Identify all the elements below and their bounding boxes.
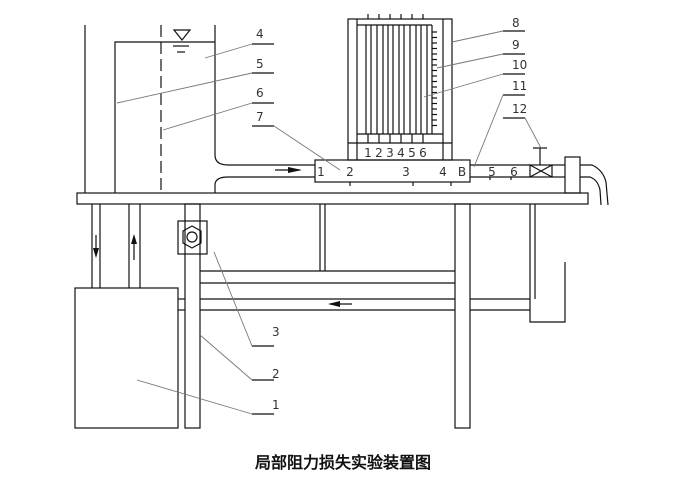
callout-7: 7 xyxy=(252,110,341,171)
tube-number: 4 xyxy=(397,146,405,160)
table-frame xyxy=(76,192,589,429)
tube-number: 5 xyxy=(408,146,416,160)
callout-11: 11 xyxy=(473,79,527,168)
callout-leader xyxy=(136,379,253,415)
tube-number: 3 xyxy=(386,146,394,160)
section-mark: 1 xyxy=(317,165,325,179)
return-arrow-icon xyxy=(328,301,352,307)
section-mark: 2 xyxy=(346,165,354,179)
manometer-board xyxy=(347,18,453,161)
callout-number: 7 xyxy=(256,110,264,124)
section-mark: B xyxy=(458,165,466,179)
callout-8: 8 xyxy=(451,16,525,43)
pipe-arrow-down-icon xyxy=(93,235,99,258)
piezometer-tubes xyxy=(365,14,428,143)
callout-leader xyxy=(199,334,253,381)
callout-leader xyxy=(436,53,504,69)
callout-leader xyxy=(524,117,542,149)
tube-number: 2 xyxy=(375,146,383,160)
callout-number: 1 xyxy=(272,398,280,412)
callout-1: 1 xyxy=(136,379,280,415)
callout-leader xyxy=(451,30,504,43)
flow-arrow-icon xyxy=(275,167,302,173)
valve-icon xyxy=(529,147,553,178)
sump-tank xyxy=(74,287,179,429)
section-mark: 3 xyxy=(402,165,410,179)
callout-leader xyxy=(162,102,253,131)
figure-caption: 局部阻力损失实验装置图 xyxy=(255,453,431,472)
callout-number: 9 xyxy=(512,38,520,52)
callout-leader xyxy=(423,73,504,98)
callout-number: 12 xyxy=(512,102,527,116)
callout-number: 3 xyxy=(272,325,280,339)
callout-5: 5 xyxy=(116,57,274,104)
callout-9: 9 xyxy=(436,38,525,69)
callout-2: 2 xyxy=(199,334,280,381)
section-mark: 4 xyxy=(439,165,447,179)
callout-3: 3 xyxy=(213,251,280,347)
callout-4: 4 xyxy=(204,27,274,59)
callout-leader xyxy=(116,72,253,104)
water-level-icon xyxy=(172,29,192,53)
callout-number: 2 xyxy=(272,367,280,381)
supply-tank xyxy=(84,25,315,193)
tube-number: 6 xyxy=(419,146,427,160)
pipe-arrow-up-icon xyxy=(131,234,137,260)
tube-number: 1 xyxy=(364,146,372,160)
callout-number: 11 xyxy=(512,79,527,93)
callout-number: 10 xyxy=(512,58,527,72)
callout-6: 6 xyxy=(162,86,274,131)
callout-leader xyxy=(273,125,341,171)
callout-number: 4 xyxy=(256,27,264,41)
callout-number: 8 xyxy=(512,16,520,30)
callout-number: 6 xyxy=(256,86,264,100)
callout-12: 12 xyxy=(503,102,542,149)
section-mark: 6 xyxy=(510,165,518,179)
callout-leader xyxy=(473,94,504,168)
callout-leader xyxy=(213,251,253,347)
callout-number: 5 xyxy=(256,57,264,71)
pump-icon xyxy=(177,220,208,255)
section-mark: 5 xyxy=(488,165,496,179)
scale-ruler xyxy=(432,31,437,127)
callout-leader xyxy=(204,43,253,59)
callout-10: 10 xyxy=(423,58,527,98)
